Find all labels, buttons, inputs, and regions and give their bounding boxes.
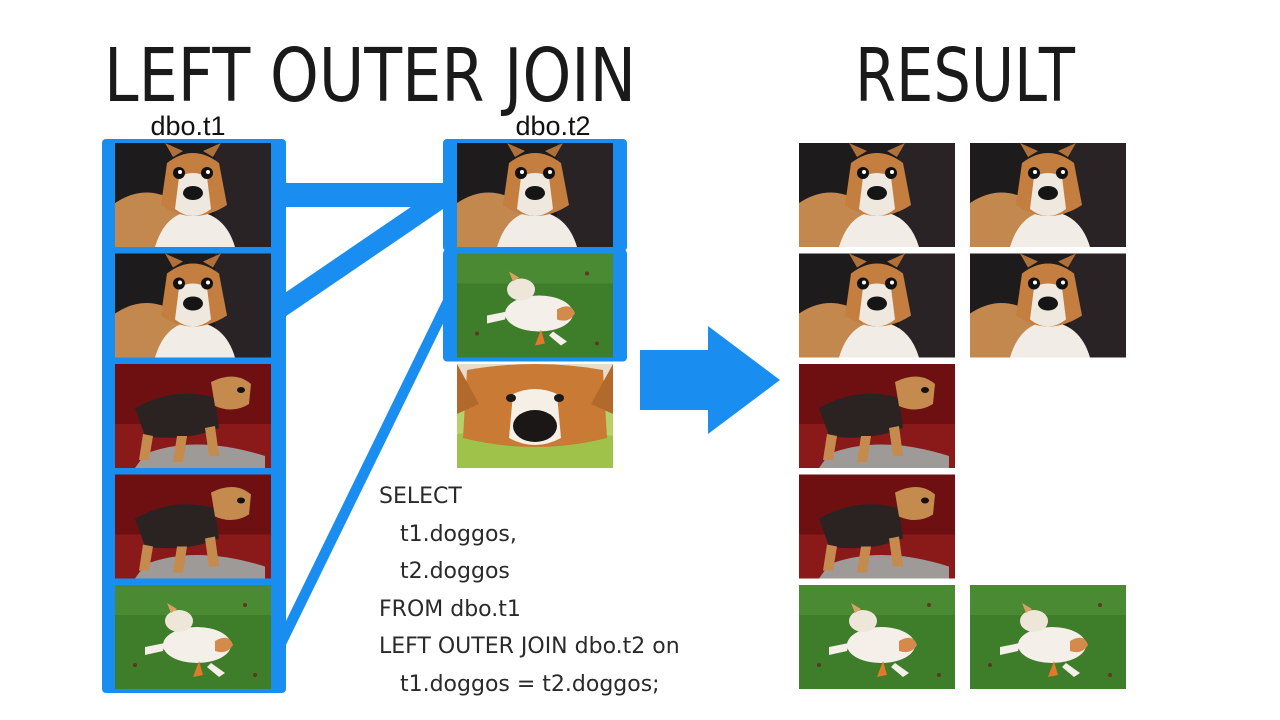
join-connector xyxy=(284,183,446,318)
surprised-corgi-photo xyxy=(799,143,955,247)
null-cell xyxy=(969,474,1127,579)
join-connector xyxy=(284,293,446,649)
surprised-corgi-photo xyxy=(115,253,271,358)
tricolor-puppy-photo xyxy=(115,364,271,468)
tricolor-puppy-photo xyxy=(799,474,955,579)
join-title: LEFT OUTER JOIN xyxy=(104,33,636,119)
sql-line: SELECT xyxy=(379,484,462,509)
surprised-corgi-photo xyxy=(457,143,613,247)
corgi-rolling-on-grass-photo xyxy=(799,585,955,689)
null-cell xyxy=(969,364,1127,468)
surprised-corgi-photo xyxy=(115,143,271,247)
t2-table xyxy=(443,139,627,468)
result-grid xyxy=(799,143,1127,689)
corgi-rolling-on-grass-photo xyxy=(970,585,1126,689)
sql-line: t1.doggos = t2.doggos; xyxy=(379,671,660,697)
surprised-corgi-photo xyxy=(970,253,1126,358)
tricolor-puppy-photo xyxy=(799,364,955,468)
join-connectors xyxy=(284,183,446,649)
sql-line: t2.doggos xyxy=(379,559,510,584)
tricolor-puppy-photo xyxy=(115,474,271,579)
surprised-corgi-photo xyxy=(799,253,955,358)
sleepy-corgi-photo xyxy=(457,364,613,468)
join-connector xyxy=(284,183,446,207)
t2-label: dbo.t2 xyxy=(515,111,590,141)
t1-table xyxy=(102,139,286,693)
t1-label: dbo.t1 xyxy=(150,111,225,141)
sql-line: FROM dbo.t1 xyxy=(379,596,521,622)
surprised-corgi-photo xyxy=(970,143,1126,247)
join-arrow xyxy=(640,326,780,434)
corgi-rolling-on-grass-photo xyxy=(457,253,613,358)
sql-query: SELECT t1.doggos, t2.doggos FROM dbo.t1 … xyxy=(379,478,680,703)
result-title: RESULT xyxy=(855,33,1076,119)
corgi-rolling-on-grass-photo xyxy=(115,585,271,689)
sql-line: t1.doggos, xyxy=(379,521,517,547)
sql-line: LEFT OUTER JOIN dbo.t2 on xyxy=(379,634,680,659)
